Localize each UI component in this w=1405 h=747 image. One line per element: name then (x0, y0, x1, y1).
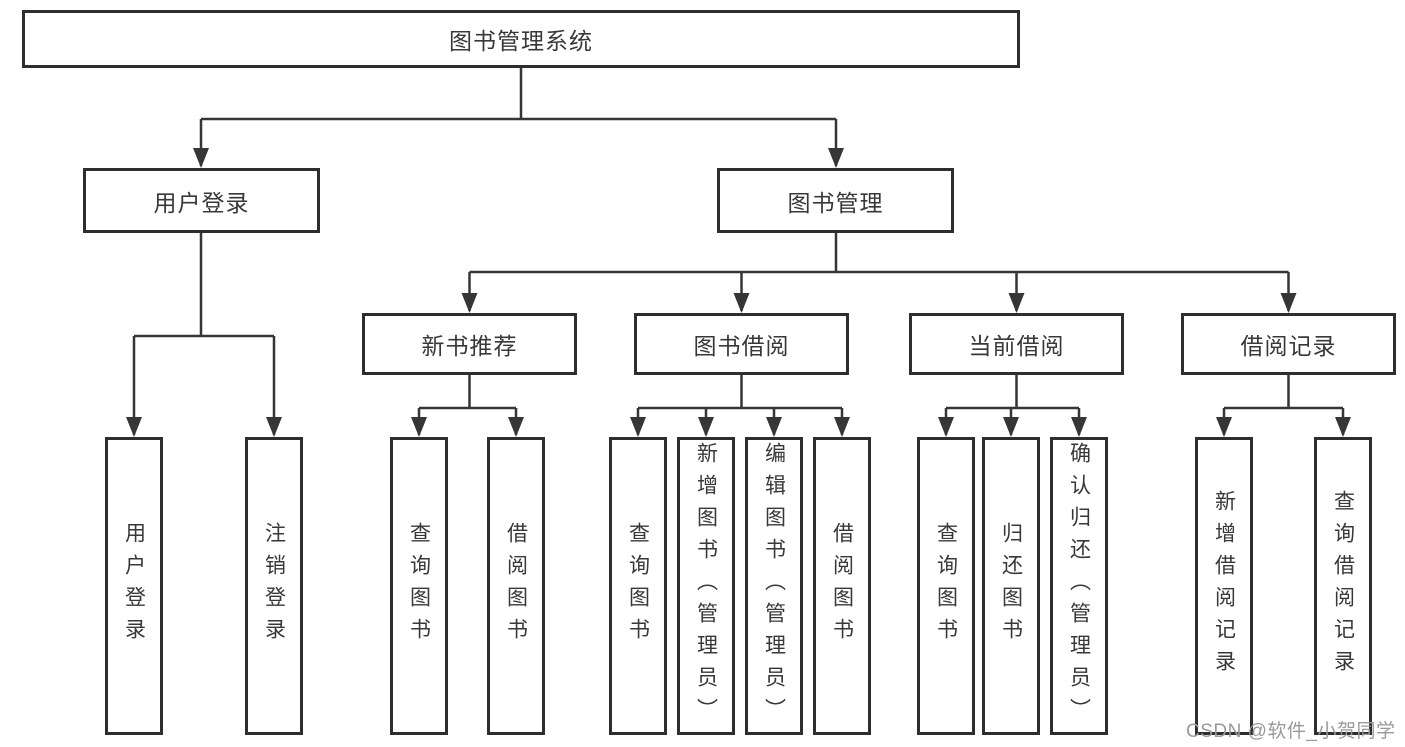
arrowhead (1216, 417, 1232, 437)
node-label: 查询借阅记录 (1331, 490, 1355, 682)
arrowhead (1003, 417, 1019, 437)
node-book-management: 图书管理 (717, 168, 954, 233)
arrowhead (266, 417, 282, 437)
arrowhead (126, 417, 142, 437)
node-label: 注销登录 (262, 522, 286, 650)
leaf-confirm-return-admin: 确认归还（管理员） (1050, 437, 1108, 735)
leaf-query-books-recommend: 查询图书 (390, 437, 448, 735)
node-root-system: 图书管理系统 (22, 10, 1020, 68)
node-label: 新书推荐 (421, 333, 518, 359)
node-user-login: 用户登录 (83, 168, 320, 233)
node-label: 编辑图书（管理员） (762, 442, 786, 730)
node-label: 用户登录 (153, 189, 250, 216)
node-label: 确认归还（管理员） (1067, 442, 1091, 730)
node-label: 图书借阅 (693, 333, 790, 359)
arrowhead (1280, 293, 1297, 313)
arrowhead (411, 417, 427, 437)
leaf-borrow-books-recommend: 借阅图书 (487, 437, 545, 735)
node-current-borrow: 当前借阅 (909, 313, 1124, 375)
node-label: 图书管理系统 (449, 28, 593, 54)
node-label: 查询图书 (407, 522, 431, 650)
arrowhead (630, 417, 646, 437)
leaf-edit-books-admin: 编辑图书（管理员） (745, 437, 803, 735)
node-label: 新增借阅记录 (1212, 490, 1236, 682)
arrowhead (1071, 417, 1087, 437)
arrowhead (698, 417, 714, 437)
node-label: 当前借阅 (968, 333, 1065, 359)
node-label: 查询图书 (626, 522, 650, 650)
arrowhead (1335, 417, 1351, 437)
arrowhead (733, 293, 750, 313)
csdn-watermark: CSDN @软件_小贺同学 (1186, 721, 1396, 742)
leaf-query-books-current: 查询图书 (917, 437, 975, 735)
arrowhead (766, 417, 782, 437)
node-label: 归还图书 (999, 522, 1023, 650)
node-label: 借阅图书 (830, 522, 854, 650)
arrowhead (834, 417, 850, 437)
connector-path (132, 68, 1345, 435)
node-new-book-recommend: 新书推荐 (362, 313, 577, 375)
node-borrow-records: 借阅记录 (1181, 313, 1396, 375)
leaf-borrow-books: 借阅图书 (813, 437, 871, 735)
node-label: 用户登录 (122, 522, 146, 650)
leaf-return-books: 归还图书 (982, 437, 1040, 735)
arrowhead (508, 417, 524, 437)
leaf-add-borrow-record: 新增借阅记录 (1195, 437, 1253, 735)
arrowhead (461, 293, 478, 313)
leaf-user-login: 用户登录 (105, 437, 163, 735)
node-label: 借阅图书 (504, 522, 528, 650)
arrowhead (1008, 293, 1025, 313)
arrowhead (193, 148, 209, 168)
node-label: 图书管理 (787, 189, 884, 216)
arrowhead (938, 417, 954, 437)
leaf-logout: 注销登录 (245, 437, 303, 735)
leaf-add-books-admin: 新增图书（管理员） (677, 437, 735, 735)
node-label: 新增图书（管理员） (694, 442, 718, 730)
leaf-query-books-borrow: 查询图书 (609, 437, 667, 735)
node-label: 查询图书 (934, 522, 958, 650)
node-label: 借阅记录 (1240, 333, 1337, 359)
arrowhead (828, 148, 844, 168)
leaf-query-borrow-record: 查询借阅记录 (1314, 437, 1372, 735)
node-book-borrow: 图书借阅 (634, 313, 849, 375)
